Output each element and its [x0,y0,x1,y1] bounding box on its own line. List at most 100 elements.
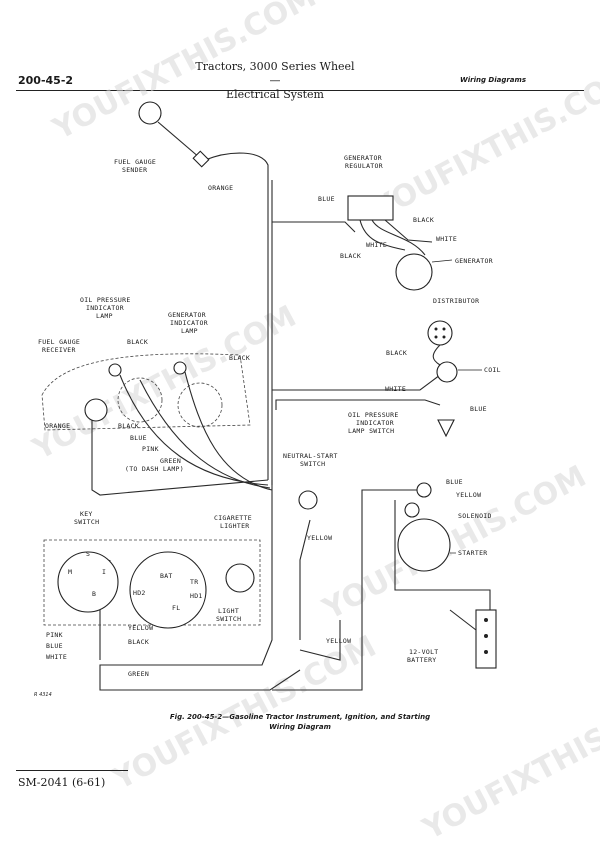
wire-reg-gen-3 [384,219,433,243]
label-to-dash-lamp: (TO DASH LAMP) [125,465,184,473]
footer-rule [16,770,128,771]
starter [397,518,451,572]
watermark-2: YOUFIXTHIS.COM [366,59,600,228]
cigarette-lighter [225,563,255,593]
label-black-dash3: BLACK [118,422,139,430]
distributor-post-2 [442,327,446,331]
wire-to-fuel-receiver [91,420,269,496]
figure-caption-line2: Wiring Diagram [269,723,331,731]
fuel-gauge-sender [192,150,210,168]
wire-reg-gen-2 [371,219,426,256]
label-term-fl: FL [172,604,180,612]
label-coil: COIL [484,366,501,374]
page-number: 200-45-2 [18,74,74,87]
generator [395,253,433,291]
figure-caption-line1: Fig. 200-45-2—Gasoline Tractor Instrumen… [169,713,431,721]
solenoid-top [416,482,432,498]
label-green-key: GREEN [128,670,149,678]
label-term-hd1: HD1 [190,592,203,600]
wire-yellow-lower [299,620,341,661]
figure-id: R 4314 [34,692,52,698]
label-yellow-lower: YELLOW [326,637,351,645]
label-generator: GENERATOR [455,257,493,265]
fuel-gauge-receiver [84,398,108,422]
label-white-reg1: WHITE [366,241,387,249]
label-white-key: WHITE [46,653,67,661]
leader-generator [431,259,453,263]
wire-lamp-3 [184,371,273,491]
watermark-3: YOUFIXTHIS.COM [26,299,302,468]
section-title: Wiring Diagrams [460,76,526,84]
distributor-post-3 [434,335,438,339]
gauge-dial-left [117,377,163,423]
label-black-dash2: BLACK [229,354,250,362]
label-orange-top: ORANGE [208,184,233,192]
label-green-dash: GREEN [160,457,181,465]
label-blue-oil: BLUE [470,405,487,413]
label-black-reg2: BLACK [340,252,361,260]
page-title-line2: Electrical System [226,88,324,101]
header-rule [16,90,584,91]
distributor [427,320,453,346]
label-blue-key: BLUE [46,642,63,650]
page-title-line1: Tractors, 3000 Series Wheel— [195,60,355,87]
wire-reg-gen-1 [359,219,406,251]
label-term-i: I [102,568,106,576]
battery-post-1 [484,618,488,622]
lower-panel-outline [43,539,261,626]
label-black-reg: BLACK [413,216,434,224]
label-black-dash1: BLACK [127,338,148,346]
label-yellow-ns: YELLOW [307,534,332,542]
watermark-1: YOUFIXTHIS.COM [46,0,322,148]
oil-pressure-indicator-lamp [108,363,122,377]
label-yellow-sol: YELLOW [456,491,481,499]
label-starter: STARTER [458,549,488,557]
label-blue-dash: BLUE [130,434,147,442]
battery [475,609,497,669]
key-switch [57,551,119,613]
wire-neutral-down [299,519,311,640]
wire-dist-coil [432,344,441,366]
generator-indicator-lamp [173,361,187,375]
gauge-dial-right [177,382,223,428]
label-solenoid: SOLENOID [458,512,492,520]
wire-to-solenoid [272,489,425,691]
label-black-dist: BLACK [386,349,407,357]
label-term-s: S [86,550,90,558]
label-term-hd2: HD2 [133,589,146,597]
wire-to-regulator [272,221,356,233]
figure-caption: Fig. 200-45-2—Gasoline Tractor Instrumen… [100,712,500,732]
neutral-start-switch [298,490,318,510]
label-yellow-key: YELLOW [128,624,153,632]
label-term-bat: BAT [160,572,173,580]
label-white-reg2: WHITE [436,235,457,243]
wire-to-battery [394,500,491,610]
label-term-m: M [68,568,72,576]
label-blue-sol: BLUE [446,478,463,486]
label-blue-reg: BLUE [318,195,335,203]
solenoid [404,502,420,518]
light-switch [129,551,207,629]
battery-post-2 [484,634,488,638]
instrument-panel-outline [41,353,251,431]
label-distributor: DISTRIBUTOR [433,297,479,305]
wire-to-oil-switch [275,399,441,410]
label-term-tr: TR [190,578,198,586]
wire-lower-loop [99,480,301,691]
label-term-b: B [92,590,96,598]
fuel-gauge-sender-float [138,101,162,125]
distributor-post-1 [434,327,438,331]
battery-ground-strap [449,609,477,631]
wire-sender-trunk [204,152,269,480]
battery-post-3 [484,650,488,654]
label-orange-dash: ORANGE [45,422,70,430]
